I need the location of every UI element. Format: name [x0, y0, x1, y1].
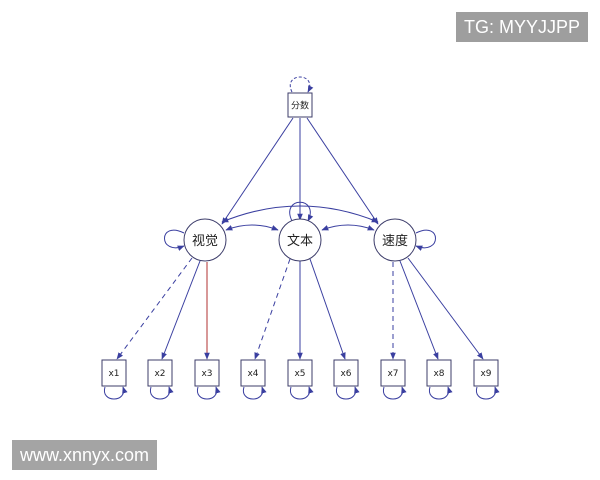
self-loop-x8 — [429, 386, 453, 400]
self-loop-text — [289, 201, 314, 222]
indicator-x2: x2 — [147, 359, 174, 400]
edge-speed-x8 — [399, 260, 439, 360]
indicator-x8-label: x8 — [433, 369, 444, 379]
self-loop-x4 — [243, 386, 267, 400]
indicator-x1-label: x1 — [108, 369, 119, 379]
indicator-x9-label: x9 — [480, 369, 491, 379]
node-speed-label: 速度 — [382, 233, 408, 249]
self-loop-x2 — [150, 386, 174, 400]
indicator-x4: x4 — [240, 359, 267, 400]
self-loop-visual — [164, 229, 185, 251]
covariance-visual-text — [225, 224, 279, 231]
edge-text-x4 — [254, 258, 291, 360]
edge-speed-x9 — [407, 257, 484, 360]
indicator-x3: x3 — [194, 359, 221, 400]
indicator-x9: x9 — [473, 359, 500, 400]
node-text-label: 文本 — [287, 234, 313, 249]
self-loop-x9 — [476, 386, 500, 400]
indicator-x8: x8 — [426, 359, 453, 400]
edge-score-speed — [306, 117, 379, 225]
node-score — [287, 92, 313, 118]
edge-score-visual — [221, 117, 294, 225]
indicator-x2-label: x2 — [154, 369, 165, 379]
indicator-x3-label: x3 — [201, 369, 212, 379]
covariance-text-speed — [321, 224, 375, 231]
self-loop-x5 — [290, 386, 314, 400]
node-speed — [373, 218, 417, 262]
self-loop-score — [289, 76, 314, 93]
watermark-bottom: www.xnnyx.com — [12, 440, 158, 470]
indicator-x6-label: x6 — [340, 369, 351, 379]
self-loop-x1 — [104, 386, 128, 400]
node-score-label: 分数 — [291, 100, 309, 112]
node-visual-label: 视觉 — [192, 234, 218, 249]
edge-visual-x1 — [116, 257, 193, 360]
node-text — [278, 218, 322, 262]
edge-visual-x2 — [161, 260, 201, 360]
indicator-x5: x5 — [287, 359, 314, 400]
self-loop-x7 — [383, 386, 407, 400]
indicator-x7-label: x7 — [387, 369, 398, 379]
watermark-top: TG: MYYJJPP — [455, 12, 588, 42]
self-loop-x6 — [336, 386, 360, 400]
indicator-x7: x7 — [380, 359, 407, 400]
self-loop-speed — [415, 229, 436, 251]
node-visual — [183, 218, 227, 262]
indicator-x4-label: x4 — [247, 369, 258, 379]
edge-text-x6 — [309, 258, 346, 360]
covariance-visual-speed — [221, 205, 379, 223]
indicator-x5-label: x5 — [294, 369, 305, 379]
indicator-x1: x1 — [101, 359, 128, 400]
indicator-x6: x6 — [333, 359, 360, 400]
self-loop-x3 — [197, 386, 221, 400]
